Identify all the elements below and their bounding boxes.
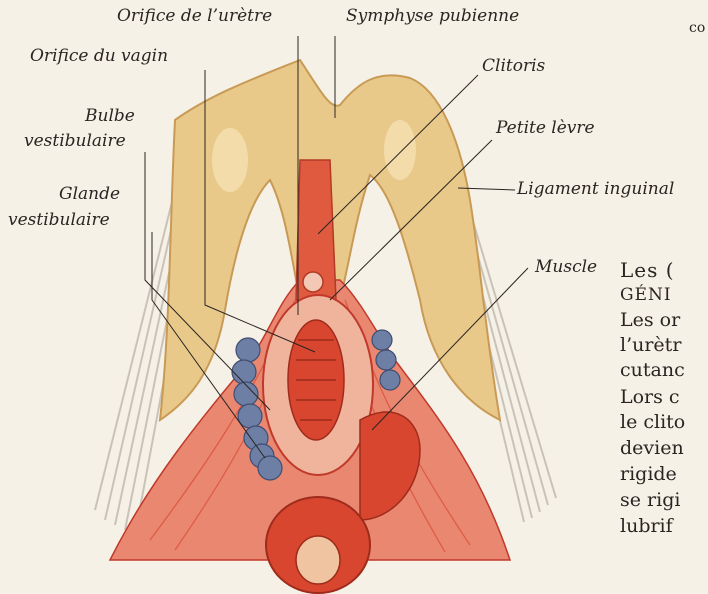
label-symphyse-pubienne: Symphyse pubienne — [346, 6, 519, 26]
label-clitoris: Clitoris — [482, 56, 545, 76]
label-muscle: Muscle — [535, 257, 597, 277]
anal-opening — [296, 536, 340, 584]
label-bulbe-line2: vestibulaire — [24, 131, 126, 151]
section-heading-line1: Les ( — [620, 258, 675, 282]
label-orifice-uretre: Orifice de l’urètre — [117, 6, 272, 26]
body-line-4: Lors c — [620, 385, 680, 409]
body-line-1: Les or — [620, 308, 680, 332]
label-petite-levre: Petite lèvre — [496, 118, 595, 138]
bone-highlight-right — [384, 120, 416, 180]
label-bulbe-line1: Bulbe — [85, 106, 135, 126]
body-line-2: l’urètr — [620, 333, 681, 357]
label-glande-line1: Glande — [59, 184, 120, 204]
section-heading-line2: GÉNI — [620, 285, 672, 305]
body-line-6: devien — [620, 436, 684, 460]
label-glande-line2: vestibulaire — [8, 210, 110, 230]
body-line-5: le clito — [620, 410, 685, 434]
body-line-3: cutanc — [620, 358, 685, 382]
bone-highlight-left — [212, 128, 248, 192]
corner-text-fragment: co — [689, 20, 705, 36]
body-line-7: rigide — [620, 462, 677, 486]
label-ligament-inguinal: Ligament inguinal — [517, 179, 674, 199]
body-line-9: lubrif — [620, 514, 673, 538]
label-orifice-vagin: Orifice du vagin — [30, 46, 168, 66]
urethral-orifice — [303, 272, 323, 292]
body-line-8: se rigi — [620, 488, 680, 512]
